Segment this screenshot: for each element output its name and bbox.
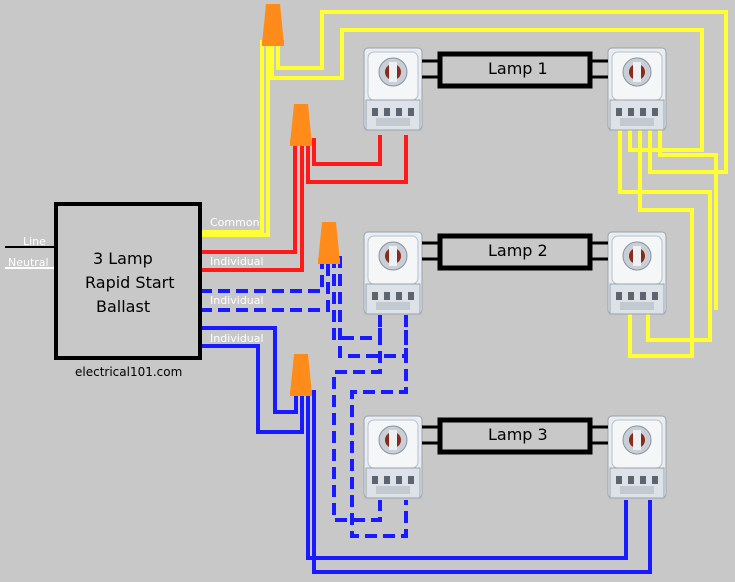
lamp-3-left-holder xyxy=(363,415,423,499)
blue-solid-wires xyxy=(200,326,652,574)
wire-nut-blue xyxy=(290,354,312,396)
individual-blue-dashed-label: Individual xyxy=(210,294,264,307)
lamp-2: Lamp 2 xyxy=(363,231,667,315)
credit-text: electrical101.com xyxy=(75,365,182,379)
ballast-label-2: Rapid Start xyxy=(85,273,175,292)
common-label: Common xyxy=(210,216,260,229)
blue-dashed-wires xyxy=(200,256,408,538)
lamp-1-left-holder xyxy=(363,47,423,131)
individual-red-label: Individual xyxy=(210,255,264,268)
wire-nut-red xyxy=(290,104,312,146)
lamp-1-label: Lamp 1 xyxy=(488,59,548,78)
wire-nut-common xyxy=(262,4,284,46)
ballast-label-3: Ballast xyxy=(96,297,150,316)
wire-nut-blue-dashed xyxy=(318,222,340,264)
lamp-3-label: Lamp 3 xyxy=(488,425,548,444)
ballast-label-1: 3 Lamp xyxy=(93,249,153,268)
input-wires xyxy=(5,246,55,269)
lamp-3-right-holder xyxy=(607,415,667,499)
red-wires xyxy=(200,135,408,272)
lamp-2-label: Lamp 2 xyxy=(488,241,548,260)
individual-blue-label: Individual xyxy=(210,332,264,345)
ballast: 3 Lamp Rapid Start Ballast xyxy=(54,202,202,360)
lamp-1: Lamp 1 xyxy=(363,47,667,131)
line-label: Line xyxy=(23,235,46,248)
common-wires xyxy=(200,10,728,358)
neutral-label: Neutral xyxy=(8,256,49,269)
lamp-3: Lamp 3 xyxy=(363,415,667,499)
lamp-2-right-holder xyxy=(607,231,667,315)
lamp-1-right-holder xyxy=(607,47,667,131)
lamp-2-left-holder xyxy=(363,231,423,315)
